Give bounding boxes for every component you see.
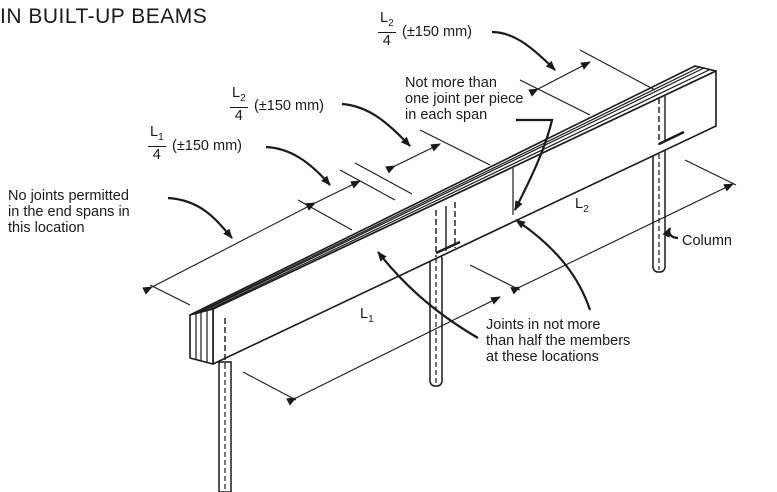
span-label-l1: L1 xyxy=(360,306,374,325)
leader-lines xyxy=(167,30,679,339)
span-label-l2: L2 xyxy=(575,196,589,215)
column-label: Column xyxy=(682,233,732,249)
callout-no-joints: No joints permitted in the end spans in … xyxy=(8,188,130,236)
fraction-middle: L2 4 xyxy=(230,85,248,124)
tolerance-low: (±150 mm) xyxy=(172,138,242,154)
callout-half-members: Joints in not more than half the members… xyxy=(486,317,631,365)
tolerance-middle: (±150 mm) xyxy=(254,98,324,114)
column-left xyxy=(218,361,232,492)
column-middle xyxy=(429,253,443,387)
fraction-low: L1 4 xyxy=(148,124,166,163)
callout-one-joint: Not more than one joint per piece in eac… xyxy=(405,75,524,123)
diagram-title: IN BUILT-UP BEAMS xyxy=(0,5,208,28)
fraction-top: L2 4 xyxy=(378,10,396,49)
built-up-beam xyxy=(189,65,717,365)
column-right xyxy=(652,141,666,273)
beam-joints xyxy=(224,96,685,364)
tolerance-top: (±150 mm) xyxy=(402,24,472,40)
dimension-lines xyxy=(142,61,734,406)
